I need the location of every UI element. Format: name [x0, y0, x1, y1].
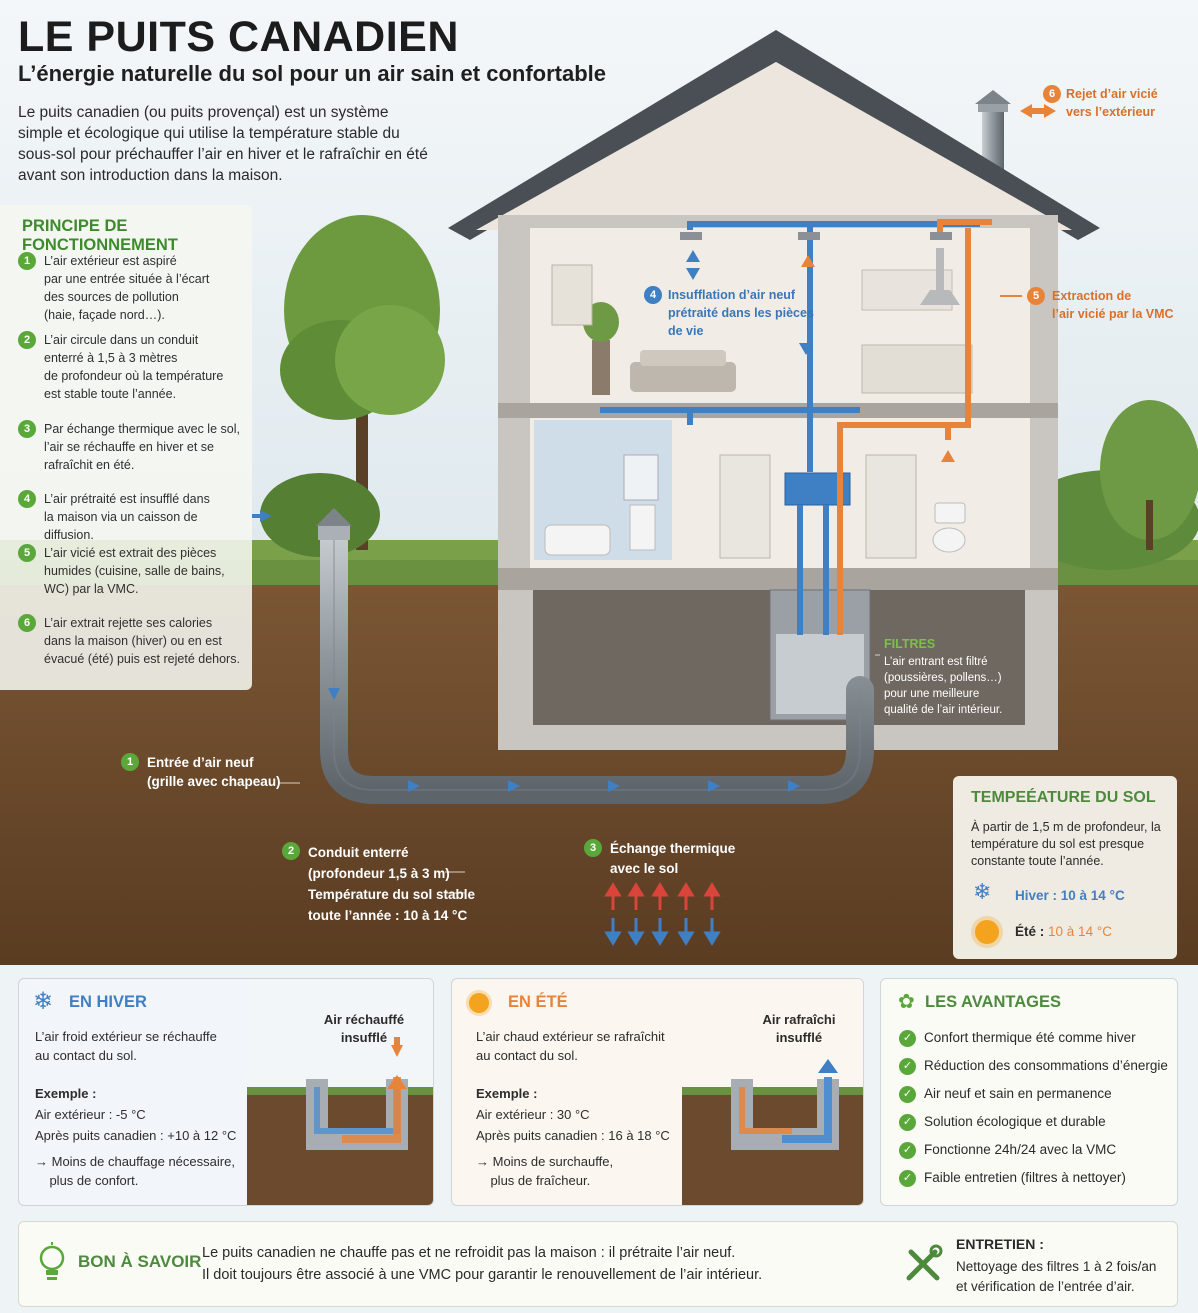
advantage-label: Solution écologique et durable	[924, 1114, 1106, 1129]
check-icon: ✓	[899, 1113, 916, 1131]
callout-number: 2	[282, 842, 300, 860]
soil-temperature-box: TEMPEÉATURE DU SOL À partir de 1,5 m de …	[953, 776, 1177, 959]
callout-text: Rejet d’air vicié vers l’extérieur	[1066, 87, 1158, 119]
filters-text: L’air entrant est filtré (poussières, po…	[884, 656, 1003, 716]
check-icon: ✓	[899, 1057, 916, 1075]
callout-number: 4	[644, 286, 662, 304]
winter-example-label: Exemple :	[35, 1086, 97, 1101]
tips-line-2: Il doit toujours être associé à une VMC …	[202, 1267, 763, 1283]
callout-text: Extraction de l’air vicié par la VMC	[1052, 289, 1174, 321]
winter-card: ❄ EN HIVER L’air froid extérieur se réch…	[18, 978, 434, 1206]
summer-diagram-label: Air rafraîchi insufflé	[762, 1012, 836, 1045]
callout-number: 1	[121, 753, 139, 771]
check-icon: ✓	[899, 1029, 916, 1047]
winter-description: L’air froid extérieur se réchauffe au co…	[35, 1029, 217, 1063]
advantage-label: Air neuf et sain en permanence	[924, 1086, 1112, 1101]
step-text: L’air circule dans un conduit enterré à …	[44, 333, 224, 401]
advantage-item: ✓ Air neuf et sain en permanence	[899, 1084, 1112, 1104]
summer-outside-temp: Air extérieur : 30 °C	[476, 1107, 590, 1122]
tips-bar: BON À SAVOIR Le puits canadien ne chauff…	[18, 1221, 1178, 1307]
soil-description: À partir de 1,5 m de profondeur, la temp…	[971, 820, 1161, 868]
advantage-label: Confort thermique été comme hiver	[924, 1030, 1136, 1045]
summer-title: EN ÉTÉ	[508, 993, 568, 1011]
summer-card: EN ÉTÉ L’air chaud extérieur se rafraîch…	[451, 978, 864, 1206]
step-text: L’air prétraité est insufflé dans la mai…	[44, 492, 210, 542]
callout-number: 5	[1027, 287, 1045, 305]
lightbulb-icon	[39, 1242, 65, 1280]
soil-summer-value: 10 à 14 °C	[1048, 924, 1112, 939]
advantage-item: ✓ Fonctionne 24h/24 avec la VMC	[899, 1140, 1116, 1160]
advantages-title: LES AVANTAGES	[925, 993, 1061, 1011]
callout-number: 3	[584, 839, 602, 857]
maintenance-text: Nettoyage des filtres 1 à 2 fois/an et v…	[956, 1259, 1157, 1294]
step-text: L’air extrait rejette ses calories dans …	[44, 616, 240, 666]
tools-icon	[906, 1244, 943, 1281]
principle-panel: PRINCIPE DE FONCTIONNEMENT 1 L’air extér…	[0, 205, 252, 690]
advantage-label: Fonctionne 24h/24 avec la VMC	[924, 1142, 1117, 1157]
advantage-item: ✓ Réduction des consommations d’énergie	[899, 1056, 1168, 1076]
step-number: 1	[18, 252, 36, 270]
page-title: LE PUITS CANADIEN	[18, 13, 459, 61]
maintenance-title: ENTRETIEN :	[956, 1236, 1044, 1252]
winter-outside-temp: Air extérieur : -5 °C	[35, 1107, 146, 1122]
advantages-card: ✿ LES AVANTAGES ✓ Confort thermique été c…	[880, 978, 1178, 1206]
house-scene-illustration	[0, 0, 1198, 965]
soil-summer-row: Été : 10 à 14 °C	[1015, 924, 1112, 939]
sun-icon	[469, 993, 489, 1013]
step-number: 6	[18, 614, 36, 632]
advantage-item: ✓ Faible entretien (filtres à nettoyer)	[899, 1168, 1126, 1188]
leaf-icon: ✿	[898, 991, 915, 1013]
summer-diagram	[682, 979, 863, 1205]
step-text: L’air extérieur est aspiré par une entré…	[44, 254, 210, 322]
tips-line-1: Le puits canadien ne chauffe pas et ne r…	[202, 1245, 736, 1261]
intro-text: Le puits canadien (ou puits provençal) e…	[18, 104, 428, 184]
winter-diagram	[247, 979, 433, 1205]
sun-icon	[975, 920, 999, 944]
winter-after-temp: Après puits canadien : +10 à 12 °C	[35, 1128, 237, 1143]
check-icon: ✓	[899, 1169, 916, 1187]
advantage-label: Réduction des consommations d’énergie	[924, 1058, 1168, 1073]
filters-title: FILTRES	[884, 637, 936, 651]
winter-diagram-label: Air réchauffé insufflé	[323, 1012, 405, 1045]
winter-benefit: → Moins de chauffage nécessaire, plus de…	[35, 1154, 235, 1188]
callout-text: Insufflation d’air neuf prétraité dans l…	[668, 288, 814, 338]
step-number: 3	[18, 420, 36, 438]
callout-text: Conduit enterré (profondeur 1,5 à 3 m) T…	[308, 845, 476, 923]
snowflake-icon: ❄	[33, 988, 54, 1015]
winter-title: EN HIVER	[69, 993, 147, 1011]
step-text: L’air vicié est extrait des pièces humid…	[44, 546, 225, 596]
advantage-item: ✓ Solution écologique et durable	[899, 1112, 1106, 1132]
callout-text: Échange thermique avec le sol	[610, 841, 736, 876]
snowflake-icon: ❄	[973, 879, 992, 904]
soil-winter-label: Hiver : 10 à 14 °C	[1015, 888, 1125, 903]
summer-description: L’air chaud extérieur se rafraîchit au c…	[476, 1029, 665, 1063]
principle-title: PRINCIPE DE FONCTIONNEMENT	[22, 217, 178, 254]
summer-example-label: Exemple :	[476, 1086, 538, 1101]
advantage-item: ✓ Confort thermique été comme hiver	[899, 1028, 1136, 1048]
step-number: 4	[18, 490, 36, 508]
page-subtitle: L’énergie naturelle du sol pour un air s…	[18, 61, 606, 86]
callout-filters: FILTRES L’air entrant est filtré (poussi…	[884, 637, 1034, 718]
callout-text: Entrée d’air neuf (grille avec chapeau)	[147, 755, 281, 789]
summer-after-temp: Après puits canadien : 16 à 18 °C	[476, 1128, 670, 1143]
step-text: Par échange thermique avec le sol, l’air…	[44, 422, 240, 472]
soil-summer-label: Été :	[1015, 924, 1045, 939]
tips-title: BON À SAVOIR	[78, 1252, 202, 1271]
advantage-label: Faible entretien (filtres à nettoyer)	[924, 1170, 1126, 1185]
step-number: 5	[18, 544, 36, 562]
step-number: 2	[18, 331, 36, 349]
callout-number: 6	[1043, 85, 1061, 103]
check-icon: ✓	[899, 1085, 916, 1103]
summer-benefit: → Moins de surchauffe, plus de fraîcheur…	[476, 1154, 614, 1188]
soil-title: TEMPEÉATURE DU SOL	[971, 789, 1156, 806]
check-icon: ✓	[899, 1141, 916, 1159]
